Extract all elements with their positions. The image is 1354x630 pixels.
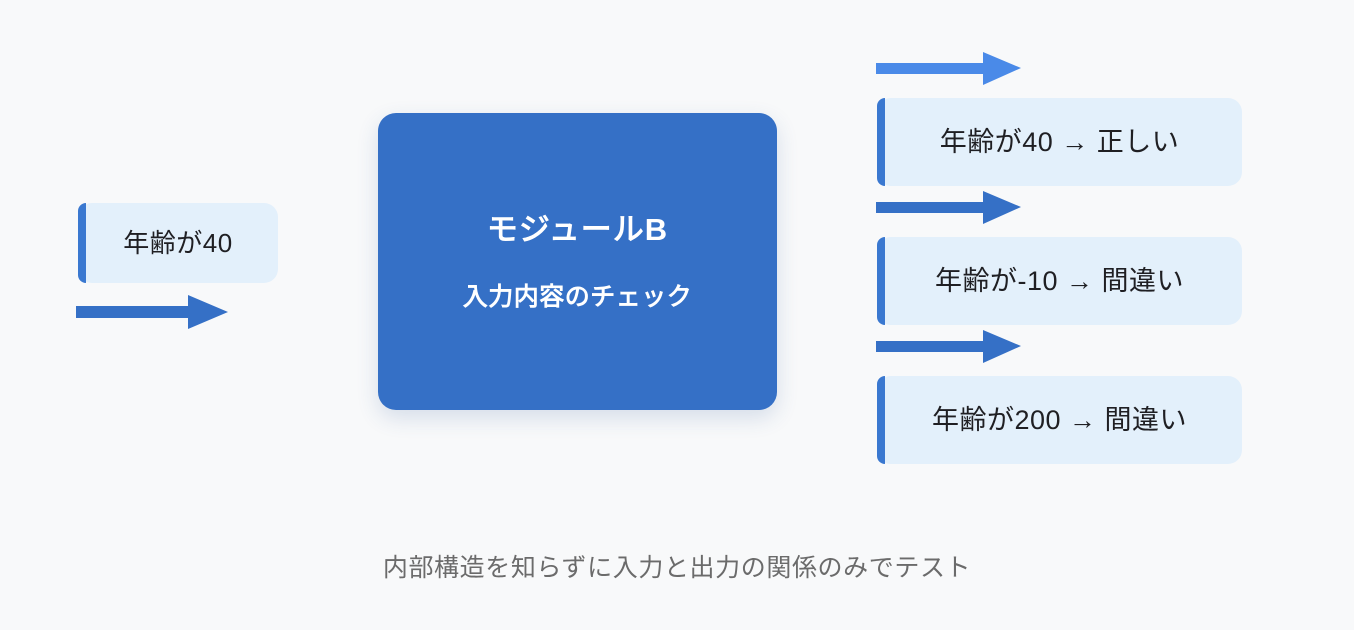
output-arrow-2-icon	[876, 191, 1021, 224]
input-box-accent-bar	[78, 203, 86, 283]
input-box-label: 年齢が40	[123, 228, 233, 258]
module-subtitle: 入力内容のチェック	[462, 282, 693, 311]
module-title: モジュールB	[486, 211, 669, 247]
diagram-caption: 内部構造を知らずに入力と出力の関係のみでテスト	[382, 554, 972, 582]
output-box-2-label: 年齢が-10 → 間違い	[934, 265, 1185, 296]
module-box: モジュールB 入力内容のチェック	[378, 113, 777, 410]
output-box-3-label: 年齢が200 → 間違い	[931, 404, 1188, 435]
output-box-1: 年齢が40 → 正しい	[877, 98, 1242, 186]
output-box-2: 年齢が-10 → 間違い	[877, 237, 1242, 325]
input-arrow-icon	[76, 295, 228, 329]
output-box-1-accent-bar	[877, 98, 885, 186]
output-arrow-3-icon	[876, 330, 1021, 363]
input-box: 年齢が40	[78, 203, 278, 283]
output-arrow-1-icon	[876, 52, 1021, 85]
output-box-3-accent-bar	[877, 376, 885, 464]
output-box-2-accent-bar	[877, 237, 885, 325]
output-box-1-label: 年齢が40 → 正しい	[939, 126, 1180, 157]
output-box-3: 年齢が200 → 間違い	[877, 376, 1242, 464]
